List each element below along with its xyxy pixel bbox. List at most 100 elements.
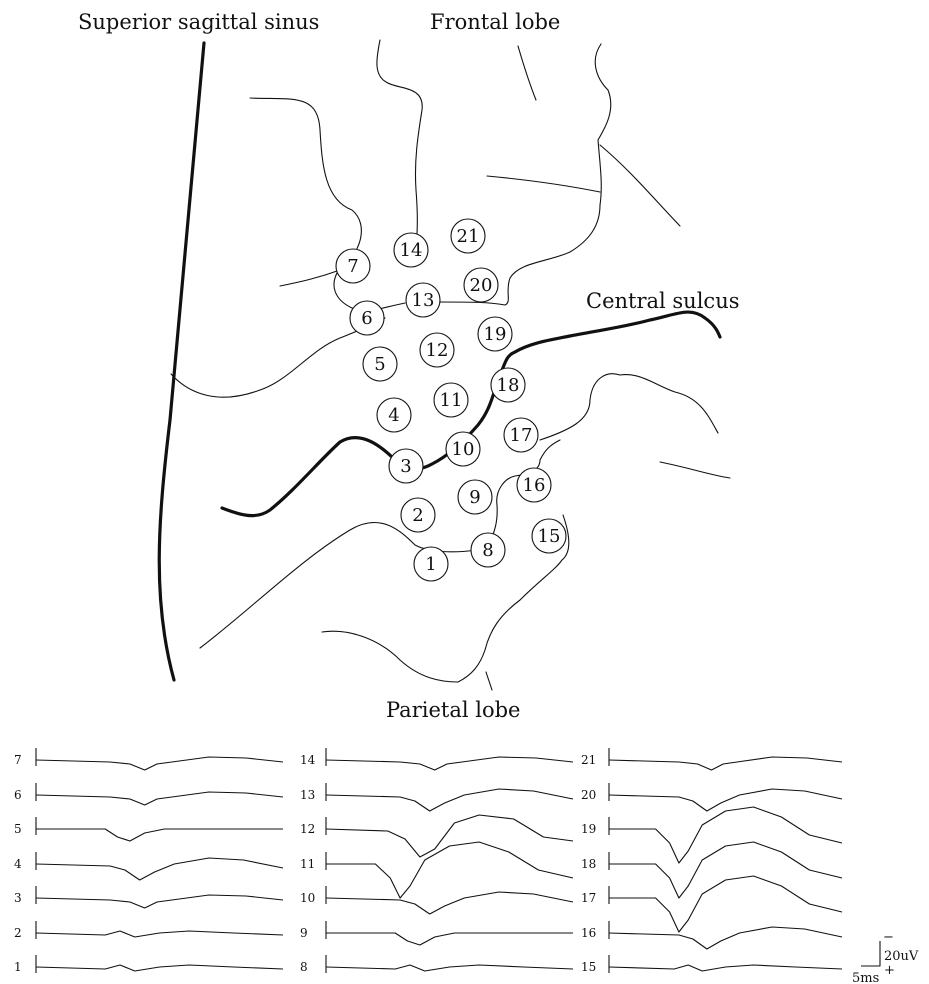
electrode-label: 1 xyxy=(425,554,436,575)
electrode-label: 15 xyxy=(538,526,561,547)
trace-label: 7 xyxy=(14,753,22,767)
trace-5: 5 xyxy=(14,817,283,841)
trace-9: 9 xyxy=(300,921,573,945)
waveform xyxy=(609,807,842,863)
electrode-1: 1 xyxy=(414,547,448,581)
electrode-label: 3 xyxy=(400,456,411,477)
electrode-label: 16 xyxy=(523,475,546,496)
electrode-label: 8 xyxy=(482,540,493,561)
waveform xyxy=(36,829,283,841)
electrode-12: 12 xyxy=(420,333,454,367)
trace-4: 4 xyxy=(14,852,283,880)
waveform xyxy=(609,789,842,811)
electrode-8: 8 xyxy=(471,533,505,567)
sulcus-line xyxy=(171,318,385,397)
electrode-17: 17 xyxy=(504,418,538,452)
waveform xyxy=(326,789,573,811)
trace-2: 2 xyxy=(14,921,283,940)
scale-bar: − 20uV 5ms + xyxy=(852,930,919,984)
trace-6: 6 xyxy=(14,783,283,805)
sulcus-line xyxy=(600,145,680,226)
electrode-18: 18 xyxy=(491,368,525,402)
trace-13: 13 xyxy=(300,783,573,811)
electrode-11: 11 xyxy=(434,383,468,417)
trace-label: 17 xyxy=(581,891,596,905)
electrode-label: 12 xyxy=(426,340,449,361)
waveform xyxy=(36,757,283,770)
electrode-label: 6 xyxy=(361,308,372,329)
electrode-label: 20 xyxy=(470,275,493,296)
electrode-2: 2 xyxy=(401,498,435,532)
sulcus-line xyxy=(438,44,611,305)
electrode-label: 9 xyxy=(469,487,480,508)
electrode-label: 10 xyxy=(452,439,475,460)
trace-label: 1 xyxy=(14,960,22,974)
sulcus-line xyxy=(518,46,536,100)
waveform xyxy=(326,965,573,971)
electrode-21: 21 xyxy=(451,219,485,253)
sulcus-line xyxy=(377,40,422,252)
trace-label: 19 xyxy=(581,822,596,836)
trace-1: 1 xyxy=(14,955,283,974)
scale-time-label: 5ms xyxy=(852,971,879,984)
electrode-label: 7 xyxy=(347,256,358,277)
sulcus-line xyxy=(250,98,405,311)
trace-label: 11 xyxy=(300,857,315,871)
trace-3: 3 xyxy=(14,886,283,908)
scale-minus-sign: − xyxy=(883,930,894,945)
waveform xyxy=(36,895,283,908)
electrode-9: 9 xyxy=(458,480,492,514)
electrode-10: 10 xyxy=(446,432,480,466)
waveform xyxy=(36,965,283,971)
electrode-4: 4 xyxy=(377,398,411,432)
sulcus-line xyxy=(487,176,600,192)
trace-label: 10 xyxy=(300,891,315,905)
electrode-3: 3 xyxy=(389,449,423,483)
label-superior-sagittal-sinus: Superior sagittal sinus xyxy=(78,10,319,34)
trace-label: 12 xyxy=(300,822,315,836)
electrode-label: 18 xyxy=(497,375,520,396)
trace-label: 13 xyxy=(300,788,315,802)
sulcus-line xyxy=(486,672,492,690)
sulcus-line xyxy=(200,522,478,648)
trace-12: 12 xyxy=(300,815,573,857)
waveform xyxy=(36,931,283,937)
electrode-16: 16 xyxy=(517,468,551,502)
electrode-15: 15 xyxy=(532,519,566,553)
sulcus-line xyxy=(322,631,458,682)
trace-label: 14 xyxy=(300,753,316,767)
trace-8: 8 xyxy=(300,955,573,974)
trace-15: 15 xyxy=(581,955,842,974)
trace-20: 20 xyxy=(581,783,842,811)
waveform xyxy=(609,842,842,898)
trace-label: 20 xyxy=(581,788,596,802)
trace-11: 11 xyxy=(300,842,573,898)
electrode-label: 13 xyxy=(412,290,435,311)
trace-17: 17 xyxy=(581,876,842,932)
sulci xyxy=(171,40,730,690)
trace-21: 21 xyxy=(581,748,842,770)
waveform xyxy=(326,815,573,857)
waveform xyxy=(609,876,842,932)
trace-14: 14 xyxy=(300,748,573,770)
label-frontal-lobe: Frontal lobe xyxy=(430,10,560,34)
electrode-5: 5 xyxy=(363,347,397,381)
waveform xyxy=(326,892,573,914)
trace-label: 21 xyxy=(581,753,596,767)
electrode-label: 21 xyxy=(457,226,480,247)
trace-16: 16 xyxy=(581,921,842,949)
electrode-label: 17 xyxy=(510,425,533,446)
trace-label: 5 xyxy=(14,822,22,836)
scale-bar-lines xyxy=(861,941,880,966)
electrode-7: 7 xyxy=(336,249,370,283)
electrode-19: 19 xyxy=(478,317,512,351)
trace-label: 4 xyxy=(14,857,22,871)
trace-10: 10 xyxy=(300,886,573,914)
sulcus-line xyxy=(660,462,730,478)
waveform xyxy=(36,792,283,805)
electrode-label: 14 xyxy=(400,240,423,261)
trace-label: 18 xyxy=(581,857,596,871)
